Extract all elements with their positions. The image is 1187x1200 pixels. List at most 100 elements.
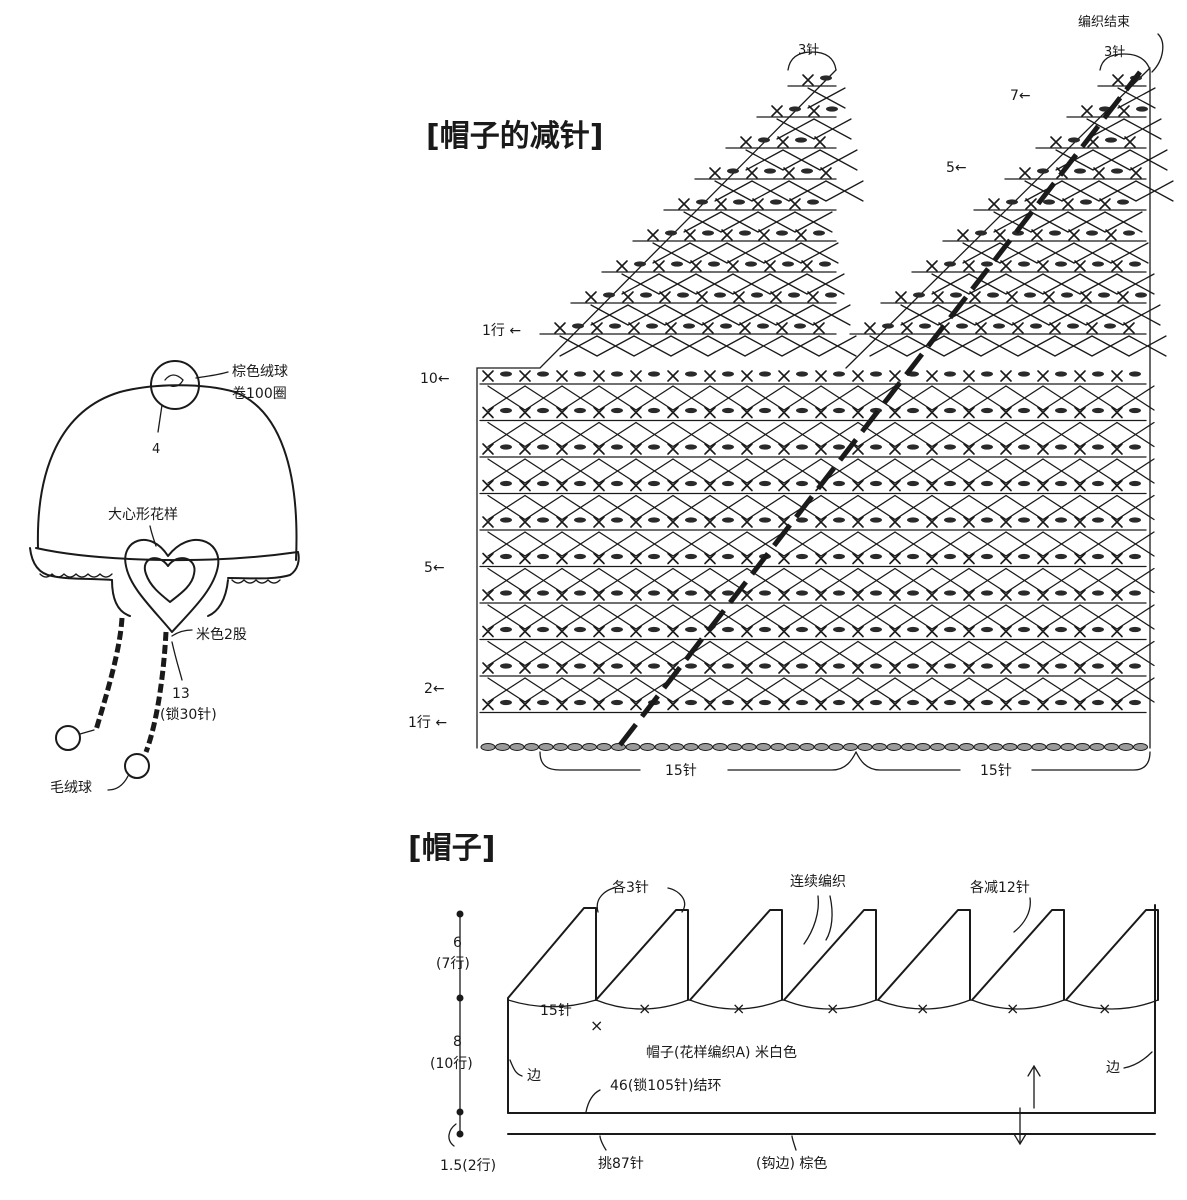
chain-stitch <box>609 323 621 329</box>
row-marker-5: 5← <box>424 560 445 576</box>
stitch-cross <box>561 494 600 521</box>
chain-stitch <box>913 292 925 298</box>
x-stitch <box>889 516 901 528</box>
x-stitch <box>482 479 494 492</box>
x-stitch <box>1043 291 1055 303</box>
x-stitch <box>807 291 819 303</box>
x-stitch <box>667 516 679 528</box>
x-stitch <box>852 406 864 419</box>
bottom-bracket-right <box>855 751 1151 771</box>
x-stitch <box>758 229 770 241</box>
stitch-cross <box>709 385 748 411</box>
stitch-cross <box>794 211 833 233</box>
chain-stitch <box>1129 444 1141 450</box>
chain-stitch <box>1055 626 1067 633</box>
x-stitch <box>1000 589 1012 601</box>
chain-stitch <box>1123 230 1135 236</box>
x-stitch <box>741 370 753 382</box>
stitch-cross <box>931 421 970 448</box>
stitch-cross <box>1005 385 1044 411</box>
foundation-chain-stitch <box>596 743 612 751</box>
stitch-cross <box>783 604 822 630</box>
chain-stitch <box>1030 323 1042 329</box>
x-stitch <box>1111 260 1123 272</box>
chain-stitch <box>1037 168 1049 174</box>
stitch-cross <box>1079 567 1118 594</box>
chain-stitch <box>722 407 734 414</box>
stitch-cross <box>806 273 845 295</box>
crown-peak <box>971 909 1065 1001</box>
stitch-cross <box>746 640 785 667</box>
chain-stitch <box>1104 323 1116 329</box>
foundation-chain-stitch <box>553 743 568 751</box>
chain-stitch <box>870 517 882 523</box>
stitch-cross <box>559 335 598 357</box>
x-stitch <box>696 291 708 303</box>
stitch-cross <box>561 421 600 448</box>
x-stitch <box>746 167 758 179</box>
stitch-cross <box>1048 304 1087 326</box>
x-stitch <box>1105 229 1117 241</box>
foundation-chain-stitch <box>872 743 887 751</box>
x-stitch <box>926 443 938 455</box>
foundation-chain-stitch <box>756 743 771 751</box>
hat-outline <box>36 384 298 561</box>
chain-stitch <box>611 553 623 560</box>
chain-stitch <box>648 371 660 377</box>
x-stitch <box>1074 260 1086 272</box>
chain-stitch <box>759 699 771 706</box>
chain-stitch <box>870 480 882 487</box>
x-stitch <box>795 229 807 241</box>
chain-stitch <box>981 261 993 267</box>
x-stitch <box>1037 443 1049 455</box>
x-stitch <box>741 443 753 455</box>
body-label: 帽子(花样编织A) 米白色 <box>646 1044 797 1061</box>
chain-stitch <box>833 480 845 487</box>
top-left-count: 3针 <box>798 43 819 58</box>
chain-stitch <box>537 407 549 414</box>
x-stitch <box>659 291 671 303</box>
x-stitch <box>852 370 864 382</box>
x-stitch <box>1074 516 1086 528</box>
chain-stitch <box>1055 553 1067 560</box>
chain-stitch <box>722 444 734 450</box>
chain-stitch <box>574 407 586 414</box>
x-stitch <box>778 479 790 492</box>
stitch-cross <box>598 677 637 703</box>
x-stitch <box>778 698 790 711</box>
stitch-cross <box>524 494 563 521</box>
stitch-cross <box>820 531 859 557</box>
chain-stitch <box>537 699 549 706</box>
x-stitch <box>1111 479 1123 492</box>
x-stitch <box>802 74 814 86</box>
stitch-cross <box>894 494 933 521</box>
chain-stitch <box>1055 663 1067 669</box>
bottom-count-left: 15针 <box>665 763 697 779</box>
x-stitch <box>690 260 702 272</box>
x-stitch <box>1037 625 1049 638</box>
x-stitch <box>1074 443 1086 455</box>
stitch-cross <box>931 273 970 295</box>
x-stitch <box>630 589 642 601</box>
x-stitch <box>616 260 628 272</box>
left-triangle-edge <box>476 69 837 749</box>
x-stitch <box>667 589 679 601</box>
stitch-cross <box>524 640 563 667</box>
stitch-cross <box>1116 604 1155 630</box>
stitch-cross <box>819 149 858 171</box>
stitch-cross <box>783 531 822 557</box>
foundation-chain-stitch <box>1017 743 1032 751</box>
stitch-cross <box>1042 494 1081 521</box>
chain-stitch <box>634 261 646 267</box>
chain-stitch <box>870 626 882 633</box>
stitch-cross <box>487 640 526 667</box>
x-stitch <box>814 136 826 148</box>
chain-stitch <box>574 626 586 633</box>
stitch-cross <box>857 677 896 703</box>
x-stitch <box>771 105 783 117</box>
chain-stitch <box>685 663 697 669</box>
chain-stitch <box>833 626 845 633</box>
crown-peaks <box>507 909 1159 1010</box>
stitch-cross <box>635 531 674 557</box>
x-stitch <box>630 662 642 674</box>
